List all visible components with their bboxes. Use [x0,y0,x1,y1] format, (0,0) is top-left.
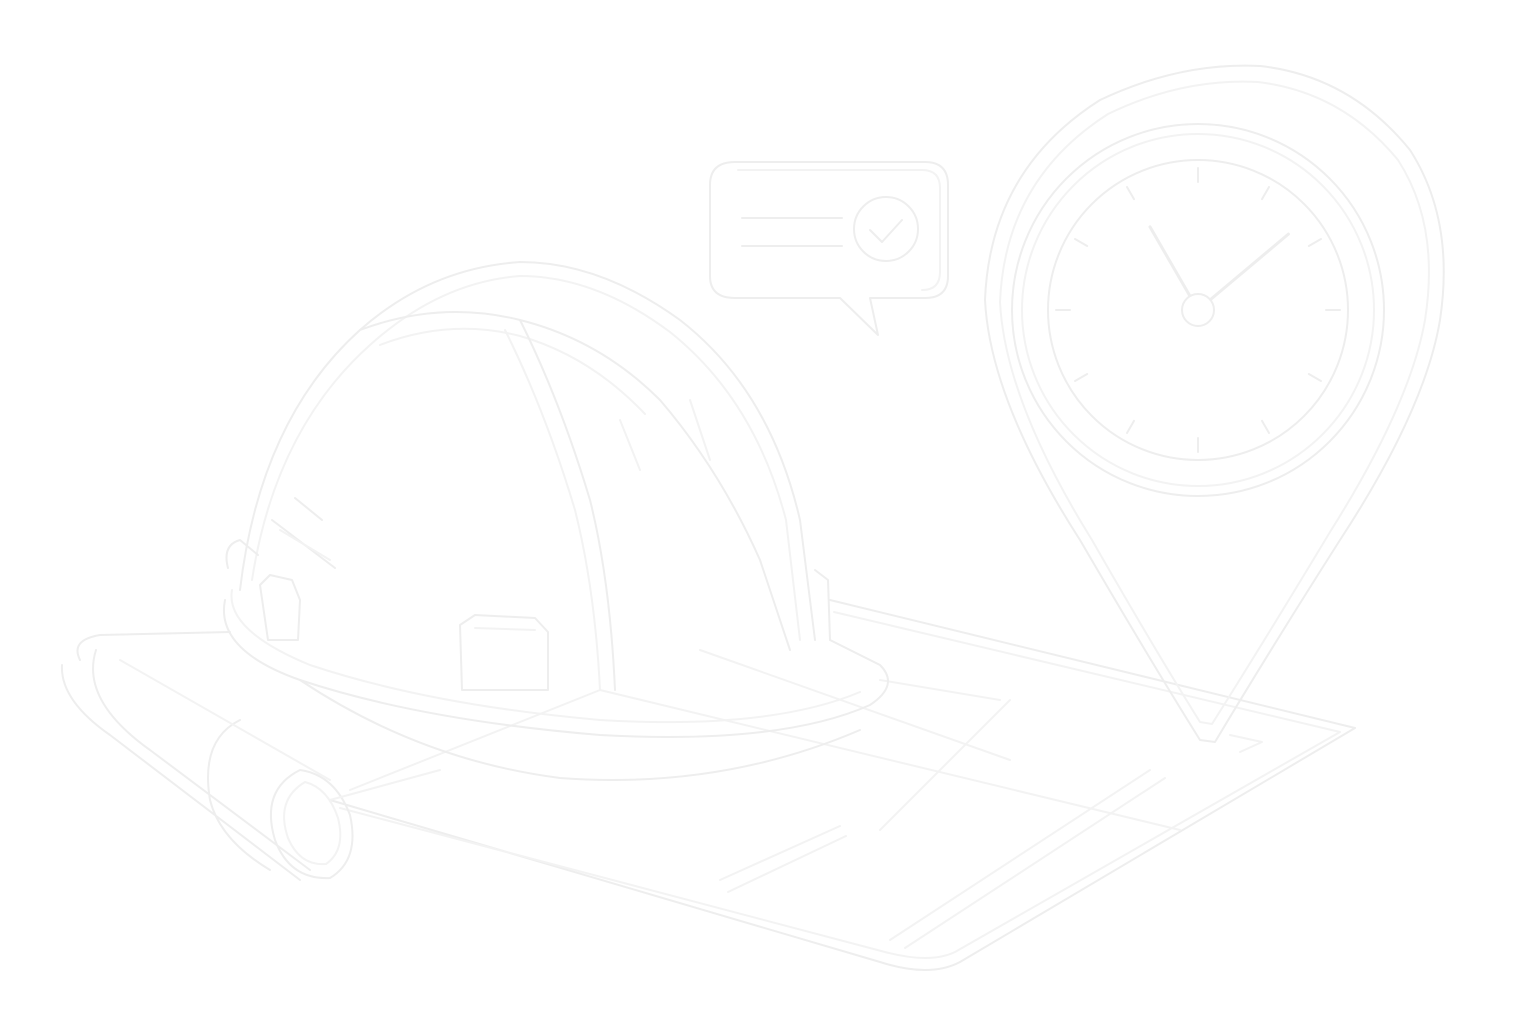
clock-tick [1261,419,1270,434]
clock-tick [1261,186,1270,201]
hard-hat-icon [222,261,889,781]
clock-tick [1074,373,1089,382]
checkmark-icon [853,196,919,262]
clock-icon [1011,123,1385,497]
clock-ticks [1055,167,1341,453]
clock-tick [1126,186,1135,201]
clock-minute-hand [1196,232,1290,312]
clock-tick [1126,419,1135,434]
clock-tick [1074,238,1089,247]
message-bubble-icon [709,161,949,336]
blueprint-roll-icon [60,599,1356,971]
clock-tick [1307,238,1322,247]
clock-tick [1307,373,1322,382]
location-pin-icon [984,64,1445,743]
